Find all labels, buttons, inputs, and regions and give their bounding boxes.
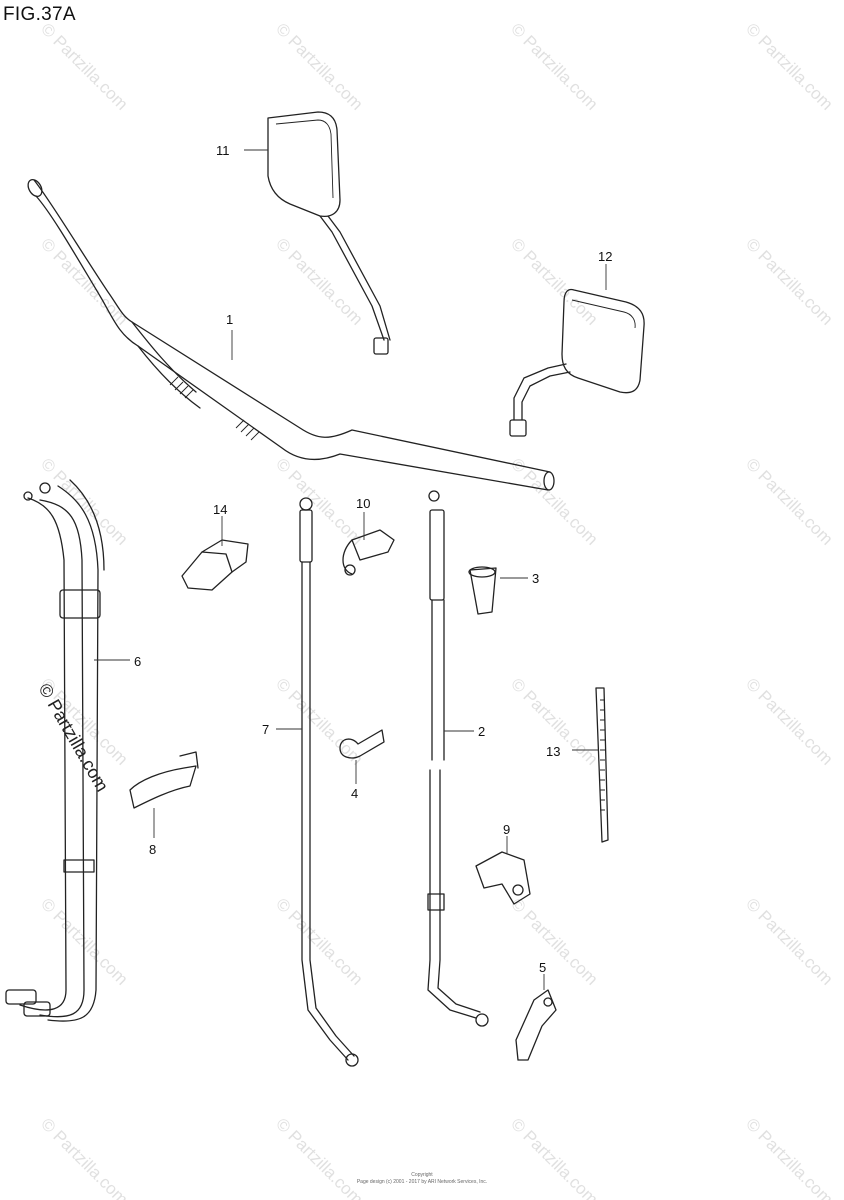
watermark-text: © Partzilla.com: [742, 234, 836, 328]
callout-13: 13: [546, 744, 560, 759]
watermark-text: © Partzilla.com: [742, 1114, 836, 1200]
part-9-holder[interactable]: [475, 851, 531, 905]
callout-4: 4: [351, 786, 358, 801]
leader-lines: [94, 149, 607, 990]
part-13-tie-strap[interactable]: [595, 687, 609, 843]
watermark-text: © Partzilla.com: [37, 234, 131, 328]
watermark-text: © Partzilla.com: [37, 19, 131, 113]
part-1-handlebar[interactable]: [25, 177, 555, 491]
watermark-text: © Partzilla.com: [507, 454, 601, 548]
watermark-text: © Partzilla.com: [37, 1114, 131, 1200]
part-10-clip[interactable]: [342, 529, 395, 576]
watermark-text: © Partzilla.com: [37, 454, 131, 548]
callout-11: 11: [216, 143, 230, 158]
watermark-layer: © Partzilla.com © Partzilla.com © Partzill…: [37, 19, 836, 1200]
watermark-text: © Partzilla.com: [272, 454, 366, 548]
copyright-line-1: Copyright: [411, 1172, 433, 1178]
callout-5: 5: [539, 960, 546, 975]
part-2-cable[interactable]: [427, 490, 489, 1027]
callout-10: 10: [356, 496, 370, 511]
watermark-text: © Partzilla.com: [272, 894, 366, 988]
watermark-text: © Partzilla.com: [742, 674, 836, 768]
watermark-text: © Partzilla.com: [742, 19, 836, 113]
watermark-text: © Partzilla.com: [272, 1114, 366, 1200]
watermark-text: © Partzilla.com: [507, 234, 601, 328]
callout-2: 2: [478, 724, 485, 739]
callout-9: 9: [503, 822, 510, 837]
watermark-text: © Partzilla.com: [272, 19, 366, 113]
part-12-mirror-right[interactable]: [509, 288, 645, 437]
part-5-holder[interactable]: [515, 989, 557, 1061]
callout-14: 14: [213, 502, 227, 517]
watermark-text: © Partzilla.com: [272, 234, 366, 328]
callout-12: 12: [598, 249, 612, 264]
watermark-text: © Partzilla.com: [272, 674, 366, 768]
part-7-cable[interactable]: [299, 497, 359, 1067]
callout-8: 8: [149, 842, 156, 857]
callout-1: 1: [226, 312, 233, 327]
callout-labels: 1 2 3 4 5 6 7 8 9 10 11 12 13 14: [134, 143, 612, 975]
callout-3: 3: [532, 571, 539, 586]
copyright-line-2: Page design (c) 2001 - 2017 by ARI Netwo…: [357, 1179, 487, 1185]
watermark-text: © Partzilla.com: [742, 894, 836, 988]
part-6-throttle-cable[interactable]: [5, 479, 105, 1022]
callout-7: 7: [262, 722, 269, 737]
watermark-text: © Partzilla.com: [507, 894, 601, 988]
part-3-cable-boot[interactable]: [468, 566, 497, 615]
part-11-mirror-left[interactable]: [267, 111, 391, 355]
watermark-text: © Partzilla.com: [507, 19, 601, 113]
part-8-bracket[interactable]: [129, 751, 199, 809]
part-14-cable-clamp[interactable]: [181, 539, 249, 591]
callout-6: 6: [134, 654, 141, 669]
part-4-clip[interactable]: [339, 729, 385, 759]
watermark-text: © Partzilla.com: [507, 1114, 601, 1200]
figure-title: FIG.37A: [3, 4, 76, 25]
watermark-text: © Partzilla.com: [742, 454, 836, 548]
